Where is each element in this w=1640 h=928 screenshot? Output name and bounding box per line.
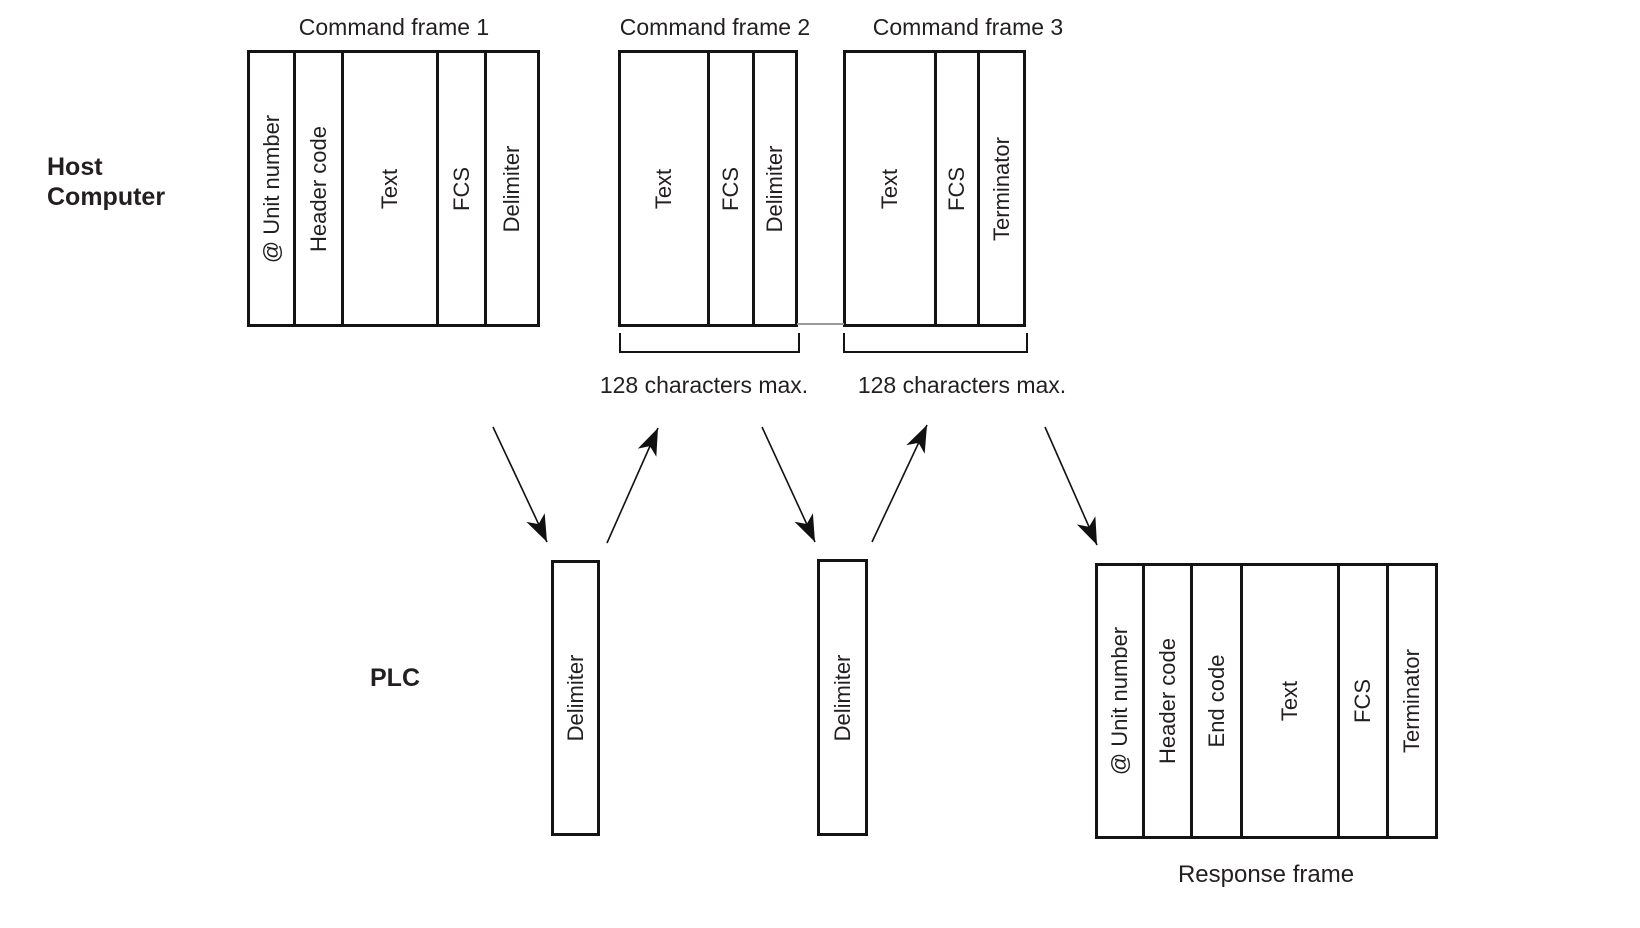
frame-cell-delimiter: Delimiter <box>755 53 795 324</box>
host-label-line1: Host <box>47 153 103 181</box>
frame-cell-text: Text <box>846 53 937 324</box>
cell-label: Delimiter <box>562 654 588 742</box>
plc-delimiter-box-2: Delimiter <box>817 559 868 836</box>
cell-label: Text <box>377 168 402 209</box>
cell-label: Header code <box>1154 638 1180 764</box>
arrow-delimiter-1-to-host <box>606 427 659 544</box>
cell-label: End code <box>1203 654 1229 748</box>
cell-label: Text <box>1277 680 1302 722</box>
command-frame-1: @ Unit number Header code Text FCS Delim… <box>247 50 540 327</box>
response-frame-title: Response frame <box>1177 861 1355 888</box>
cell-label: @ Unit number <box>258 114 284 263</box>
arrow-delimiter-2-to-host <box>871 424 928 543</box>
frame-cell-text: Text <box>344 53 439 324</box>
frame-cell-terminator: Terminator <box>980 53 1023 324</box>
cell-label: Text <box>651 168 676 209</box>
frame-cell-terminator: Terminator <box>1389 566 1435 836</box>
frame-cell-end-code: End code <box>1193 566 1243 836</box>
cell-label: FCS <box>718 166 743 211</box>
command-frame-2: Text FCS Delimiter <box>618 50 798 327</box>
command-frame-2-title: Command frame 2 <box>619 14 811 40</box>
frame-cell-delimiter: Delimiter <box>820 562 865 833</box>
frame-connector-line <box>797 323 844 325</box>
plc-delimiter-box-1: Delimiter <box>551 560 600 836</box>
command-frame-3: Text FCS Terminator <box>843 50 1026 327</box>
frame-cell-fcs: FCS <box>439 53 487 324</box>
max-characters-label-2: 128 characters max. <box>857 372 1067 398</box>
frame-cell-fcs: FCS <box>1340 566 1389 836</box>
frame-cell-unit-number: @ Unit number <box>1098 566 1145 836</box>
response-frame: @ Unit number Header code End code Text … <box>1095 563 1438 839</box>
cell-label: Text <box>877 168 902 209</box>
cell-label: Terminator <box>988 136 1014 241</box>
cell-label: Delimiter <box>499 145 524 232</box>
span-bracket-frame-3 <box>843 333 1028 353</box>
frame-cell-delimiter: Delimiter <box>554 563 597 833</box>
cell-label: FCS <box>944 166 969 211</box>
host-computer-label: Host Computer <box>47 152 165 212</box>
arrow-host-to-delimiter-1 <box>492 426 548 543</box>
frame-cell-text: Text <box>1243 566 1340 836</box>
command-frame-3-title: Command frame 3 <box>872 14 1064 40</box>
cell-label: FCS <box>1350 679 1375 723</box>
command-frame-1-title: Command frame 1 <box>298 14 490 40</box>
cell-label: FCS <box>448 166 474 211</box>
frame-cell-header-code: Header code <box>1145 566 1193 836</box>
frame-cell-unit-number: @ Unit number <box>250 53 296 324</box>
frame-cell-delimiter: Delimiter <box>487 53 537 324</box>
cell-label: Terminator <box>1399 649 1424 753</box>
cell-label: Delimiter <box>762 145 787 232</box>
frame-cell-fcs: FCS <box>710 53 755 324</box>
span-bracket-frame-2 <box>619 333 800 353</box>
cell-label: @ Unit number <box>1107 626 1132 776</box>
max-characters-label-1: 128 characters max. <box>599 372 809 398</box>
arrow-host-to-response <box>1044 426 1098 546</box>
cell-label: Header code <box>305 125 331 252</box>
plc-label: PLC <box>370 664 420 692</box>
frame-cell-text: Text <box>621 53 710 324</box>
cell-label: Delimiter <box>829 654 855 741</box>
host-label-line2: Computer <box>47 183 166 211</box>
frame-cell-fcs: FCS <box>937 53 980 324</box>
frame-cell-header-code: Header code <box>296 53 344 324</box>
arrow-host-to-delimiter-2 <box>761 426 816 543</box>
